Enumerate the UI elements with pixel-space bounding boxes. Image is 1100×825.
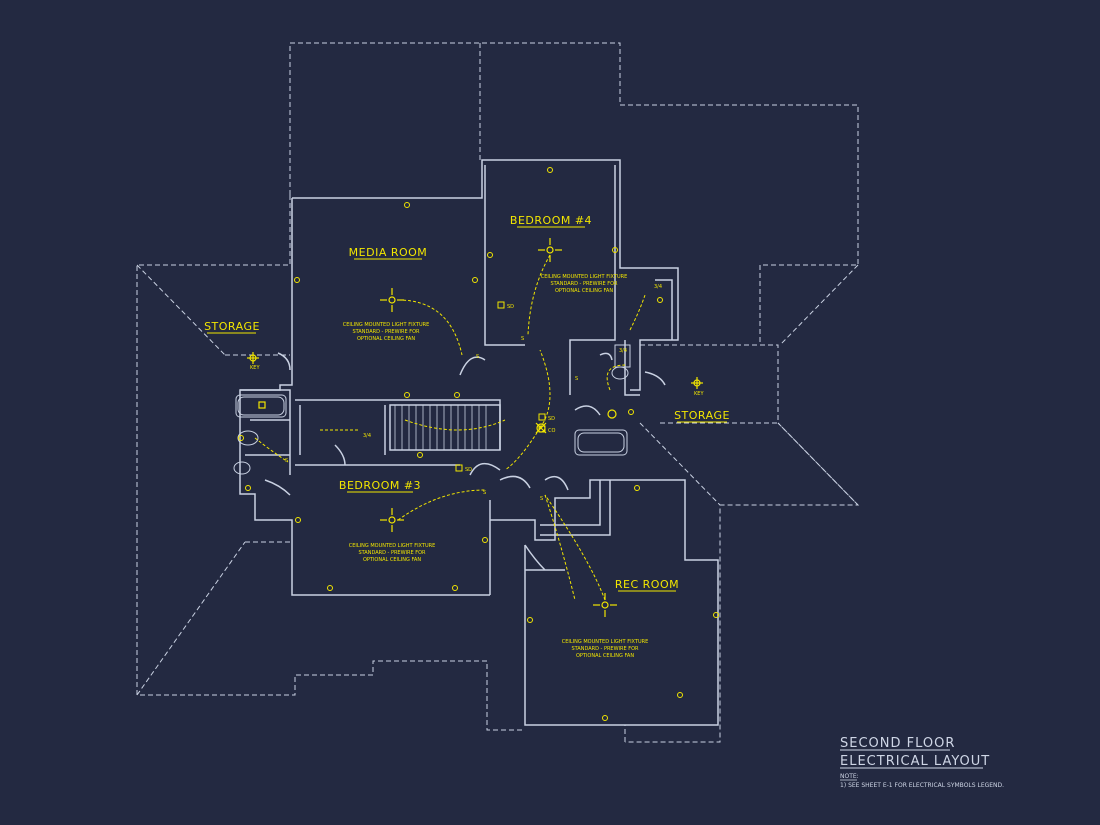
key-left: KEY [250, 365, 260, 371]
ceiling-fan-rec [593, 593, 617, 617]
switch-bath: S [285, 458, 288, 464]
dim-closet-bed3: 3/4 [363, 433, 371, 439]
device-marks: SD SD CO SD KEY KEY 3/4 3/4 3/4 S S S S … [250, 284, 704, 502]
light-fixture-bath-right [607, 409, 617, 419]
room-label-bedroom4: BEDROOM #4 [510, 214, 592, 227]
switch-bed4: S [521, 336, 524, 342]
switch-rec: S [540, 496, 543, 502]
svg-text:OPTIONAL CEILING FAN: OPTIONAL CEILING FAN [555, 288, 613, 294]
svg-text:CEILING MOUNTED LIGHT FIXTURE: CEILING MOUNTED LIGHT FIXTURE [349, 543, 435, 549]
ceiling-fan-bedroom3 [380, 508, 404, 532]
svg-text:CEILING MOUNTED LIGHT FIXTURE: CEILING MOUNTED LIGHT FIXTURE [562, 639, 648, 645]
svg-text:OPTIONAL CEILING FAN: OPTIONAL CEILING FAN [357, 336, 415, 342]
switch-media: S [476, 354, 479, 360]
room-labels: MEDIA ROOM BEDROOM #4 BEDROOM #3 REC ROO… [204, 214, 730, 592]
fixture-note-bedroom4: CEILING MOUNTED LIGHT FIXTURE STANDARD -… [541, 274, 627, 294]
light-fixture-storage-right [691, 377, 703, 389]
fixture-note-bedroom3: CEILING MOUNTED LIGHT FIXTURE STANDARD -… [349, 543, 435, 563]
bath-fixtures [233, 344, 631, 475]
room-label-rec: REC ROOM [615, 578, 679, 591]
smoke-detector-bed3: SD [465, 467, 472, 473]
svg-text:OPTIONAL CEILING FAN: OPTIONAL CEILING FAN [363, 557, 421, 563]
light-fixture-storage-left [247, 352, 259, 364]
svg-text:STANDARD - PREWIRE FOR: STANDARD - PREWIRE FOR [352, 329, 420, 335]
drawing-title-line1: SECOND FLOOR [840, 736, 955, 751]
roof-outline [136, 42, 860, 743]
room-label-storage-left: STORAGE [204, 320, 260, 333]
room-label-storage-right: STORAGE [674, 409, 730, 422]
switch-bed3: S [483, 490, 486, 496]
svg-text:OPTIONAL CEILING FAN: OPTIONAL CEILING FAN [576, 653, 634, 659]
switch-hall: S [575, 376, 578, 382]
room-label-bedroom3: BEDROOM #3 [339, 479, 421, 492]
title-block: SECOND FLOOR ELECTRICAL LAYOUT NOTE: 1) … [840, 736, 1004, 789]
room-label-media: MEDIA ROOM [349, 246, 428, 259]
smoke-detector-bed4: SD [507, 304, 514, 310]
ceiling-fan-symbols [247, 238, 703, 617]
drawing-title-line2: ELECTRICAL LAYOUT [840, 754, 990, 769]
ceiling-fan-media [380, 288, 404, 312]
smoke-detector-hall: SD [548, 416, 555, 422]
outlets [238, 167, 719, 721]
svg-text:STANDARD - PREWIRE FOR: STANDARD - PREWIRE FOR [571, 646, 639, 652]
svg-text:CEILING MOUNTED LIGHT FIXTURE: CEILING MOUNTED LIGHT FIXTURE [343, 322, 429, 328]
ceiling-fan-bedroom4 [538, 238, 562, 262]
fixture-note-rec: CEILING MOUNTED LIGHT FIXTURE STANDARD -… [562, 639, 648, 659]
dim-closet-bed4: 3/4 [654, 284, 662, 290]
note-text: 1) SEE SHEET E-1 FOR ELECTRICAL SYMBOLS … [840, 782, 1004, 789]
dim-bath: 3/4 [619, 348, 627, 354]
switch-legs [254, 254, 646, 601]
stair-treads [394, 405, 487, 450]
light-fixture-bath-left [258, 401, 266, 409]
note-label: NOTE: [840, 773, 859, 780]
fixture-note-media: CEILING MOUNTED LIGHT FIXTURE STANDARD -… [343, 322, 429, 342]
key-right: KEY [694, 391, 704, 397]
co-detector-hall: CO [548, 428, 555, 434]
svg-text:STANDARD - PREWIRE FOR: STANDARD - PREWIRE FOR [358, 550, 426, 556]
svg-text:CEILING MOUNTED LIGHT FIXTURE: CEILING MOUNTED LIGHT FIXTURE [541, 274, 627, 280]
svg-text:STANDARD - PREWIRE FOR: STANDARD - PREWIRE FOR [550, 281, 618, 287]
